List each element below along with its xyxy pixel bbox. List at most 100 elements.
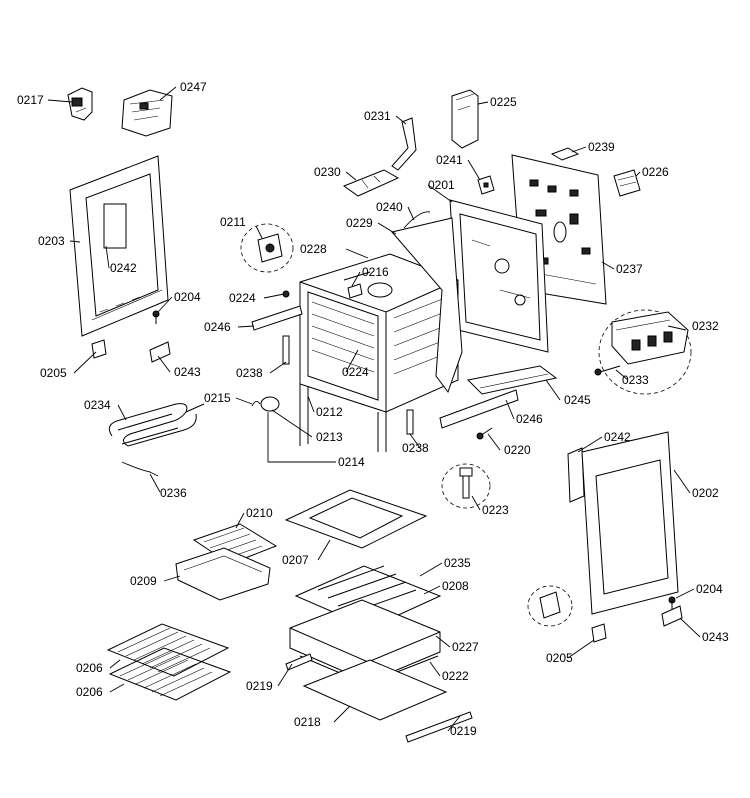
part-0241-clip <box>477 175 495 195</box>
label-0223: 0223 <box>482 503 509 517</box>
label-0210: 0210 <box>246 506 273 520</box>
label-0208: 0208 <box>442 579 469 593</box>
label-0202: 0202 <box>692 486 719 500</box>
label-0245: 0245 <box>564 393 591 407</box>
part-0226-panel <box>613 169 641 197</box>
label-0233: 0233 <box>622 373 649 387</box>
label-0247: 0247 <box>180 80 207 94</box>
label-0212: 0212 <box>316 405 343 419</box>
label-0204-a: 0204 <box>174 290 201 304</box>
label-0218: 0218 <box>294 715 321 729</box>
part-0217-bracket <box>67 87 93 121</box>
label-0224-b: 0224 <box>342 365 369 379</box>
part-0211-sensor <box>240 223 294 273</box>
part-0242-bracket-right <box>567 447 585 503</box>
part-0213-knob <box>260 396 280 412</box>
part-0209-broil-pan <box>175 547 271 601</box>
part-0236-wire <box>121 461 159 477</box>
part-0215-wire <box>251 401 261 407</box>
label-0203: 0203 <box>38 234 65 248</box>
label-0237: 0237 <box>616 262 643 276</box>
part-0225-duct <box>451 89 479 149</box>
part-0204-screw-a <box>152 310 160 324</box>
label-0211: 0211 <box>220 215 246 229</box>
label-0219-a: 0219 <box>246 679 273 693</box>
part-0223-fitting <box>441 463 491 509</box>
label-0235: 0235 <box>444 556 471 570</box>
part-0228-oven-cavity <box>299 253 459 413</box>
part-0229-side-panel <box>391 217 463 394</box>
label-0238-b: 0238 <box>402 441 429 455</box>
label-0241: 0241 <box>436 153 463 167</box>
part-0246-rail-left <box>251 305 303 331</box>
label-0242-b: 0242 <box>604 430 631 444</box>
label-0214: 0214 <box>338 455 365 469</box>
part-0207-oven-bottom <box>284 489 428 549</box>
part-0243-hinge-a <box>149 341 171 363</box>
label-0238-a: 0238 <box>236 366 263 380</box>
label-0232: 0232 <box>692 319 719 333</box>
part-0219-strip-b <box>405 711 473 743</box>
part-0231-strap <box>391 117 417 171</box>
label-0209: 0209 <box>130 574 157 588</box>
label-0205-b: 0205 <box>546 651 573 665</box>
label-0201: 0201 <box>428 178 455 192</box>
label-0231: 0231 <box>364 109 391 123</box>
part-0202-door-right <box>581 431 679 615</box>
part-0219-strip-a <box>285 653 313 671</box>
label-0222: 0222 <box>442 669 469 683</box>
part-0238-standoff-left <box>282 335 290 365</box>
part-0234-broil-element <box>108 403 205 447</box>
label-0229: 0229 <box>346 216 373 230</box>
label-0215: 0215 <box>204 391 231 405</box>
part-0201-back-frame <box>449 199 549 353</box>
label-0220: 0220 <box>504 443 531 457</box>
label-0206-a: 0206 <box>76 661 103 675</box>
label-0230: 0230 <box>314 165 341 179</box>
label-0234: 0234 <box>84 398 111 412</box>
part-0206-rack-bottom <box>108 647 232 701</box>
label-0242-a: 0242 <box>110 261 137 275</box>
label-0205-a: 0205 <box>40 366 67 380</box>
part-0240-wire <box>403 211 431 229</box>
part-0243-hinge-b <box>661 605 683 627</box>
label-0240: 0240 <box>376 200 403 214</box>
part-0245-rail-bottom <box>466 365 558 395</box>
part-0205-hinge-a <box>91 339 107 359</box>
label-0207: 0207 <box>282 553 309 567</box>
part-0238-standoff-right <box>406 409 414 435</box>
part-0230-bar <box>342 169 400 197</box>
part-0233-screw <box>594 365 621 376</box>
label-0217: 0217 <box>17 93 44 107</box>
part-0247-switch-assembly <box>121 89 173 137</box>
label-0216: 0216 <box>362 265 389 279</box>
label-0243-a: 0243 <box>174 365 201 379</box>
leader-lines <box>47 86 701 732</box>
part-0204-screw-b <box>668 596 676 610</box>
label-0226: 0226 <box>642 165 669 179</box>
part-labels: 0217 0247 0225 0231 0239 0241 0230 0226 … <box>17 80 729 738</box>
part-0239-tab <box>550 147 580 161</box>
label-0227: 0227 <box>452 640 479 654</box>
label-0243-b: 0243 <box>702 630 729 644</box>
label-0224-a: 0224 <box>229 291 256 305</box>
label-0206-b: 0206 <box>76 685 103 699</box>
part-0232-control-block <box>598 309 692 395</box>
part-0220-screw <box>476 427 493 440</box>
label-0225: 0225 <box>490 95 517 109</box>
label-0204-b: 0204 <box>696 582 723 596</box>
label-0246-a: 0246 <box>204 320 231 334</box>
part-0203-door-left <box>69 155 169 337</box>
label-0239: 0239 <box>588 140 615 154</box>
part-0246-rail-right <box>439 389 519 429</box>
label-0228: 0228 <box>300 242 327 256</box>
part-0206-rack-top <box>106 623 230 677</box>
part-0216-clip <box>347 283 363 299</box>
part-0205-hinge-b <box>527 585 607 643</box>
label-0213: 0213 <box>316 430 343 444</box>
label-0246-b: 0246 <box>516 412 543 426</box>
part-0218-drawer-panel <box>302 659 448 721</box>
label-0219-b: 0219 <box>450 724 477 738</box>
label-0236: 0236 <box>160 486 187 500</box>
